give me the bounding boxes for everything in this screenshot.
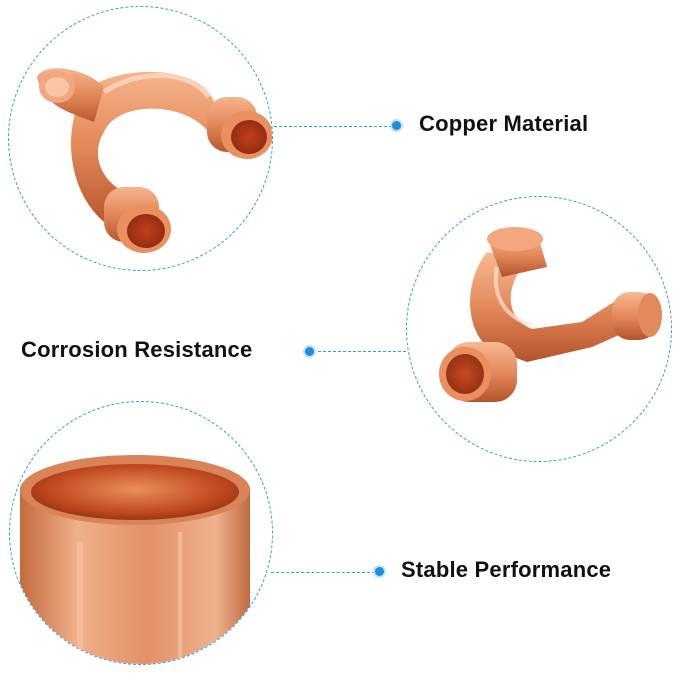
corrosion-resistance-circle [406,196,672,462]
copper-material-dot-icon [392,121,401,130]
stable-performance-dot-icon [375,567,384,576]
copper-material-label: Copper Material [419,111,589,136]
corrosion-resistance-leader-line [318,351,406,352]
stable-performance-circle [9,401,273,665]
corrosion-resistance-label: Corrosion Resistance [21,337,253,362]
stable-performance-leader-line [271,572,375,573]
copper-material-leader-line [274,126,392,127]
copper-material-circle [8,6,273,271]
copper-y-pipe-image [439,227,662,402]
copper-cap-closeup-image [20,455,250,664]
stable-performance-label: Stable Performance [401,557,612,582]
corrosion-resistance-dot-icon [305,347,314,356]
copper-y-pipe-image [37,68,272,253]
